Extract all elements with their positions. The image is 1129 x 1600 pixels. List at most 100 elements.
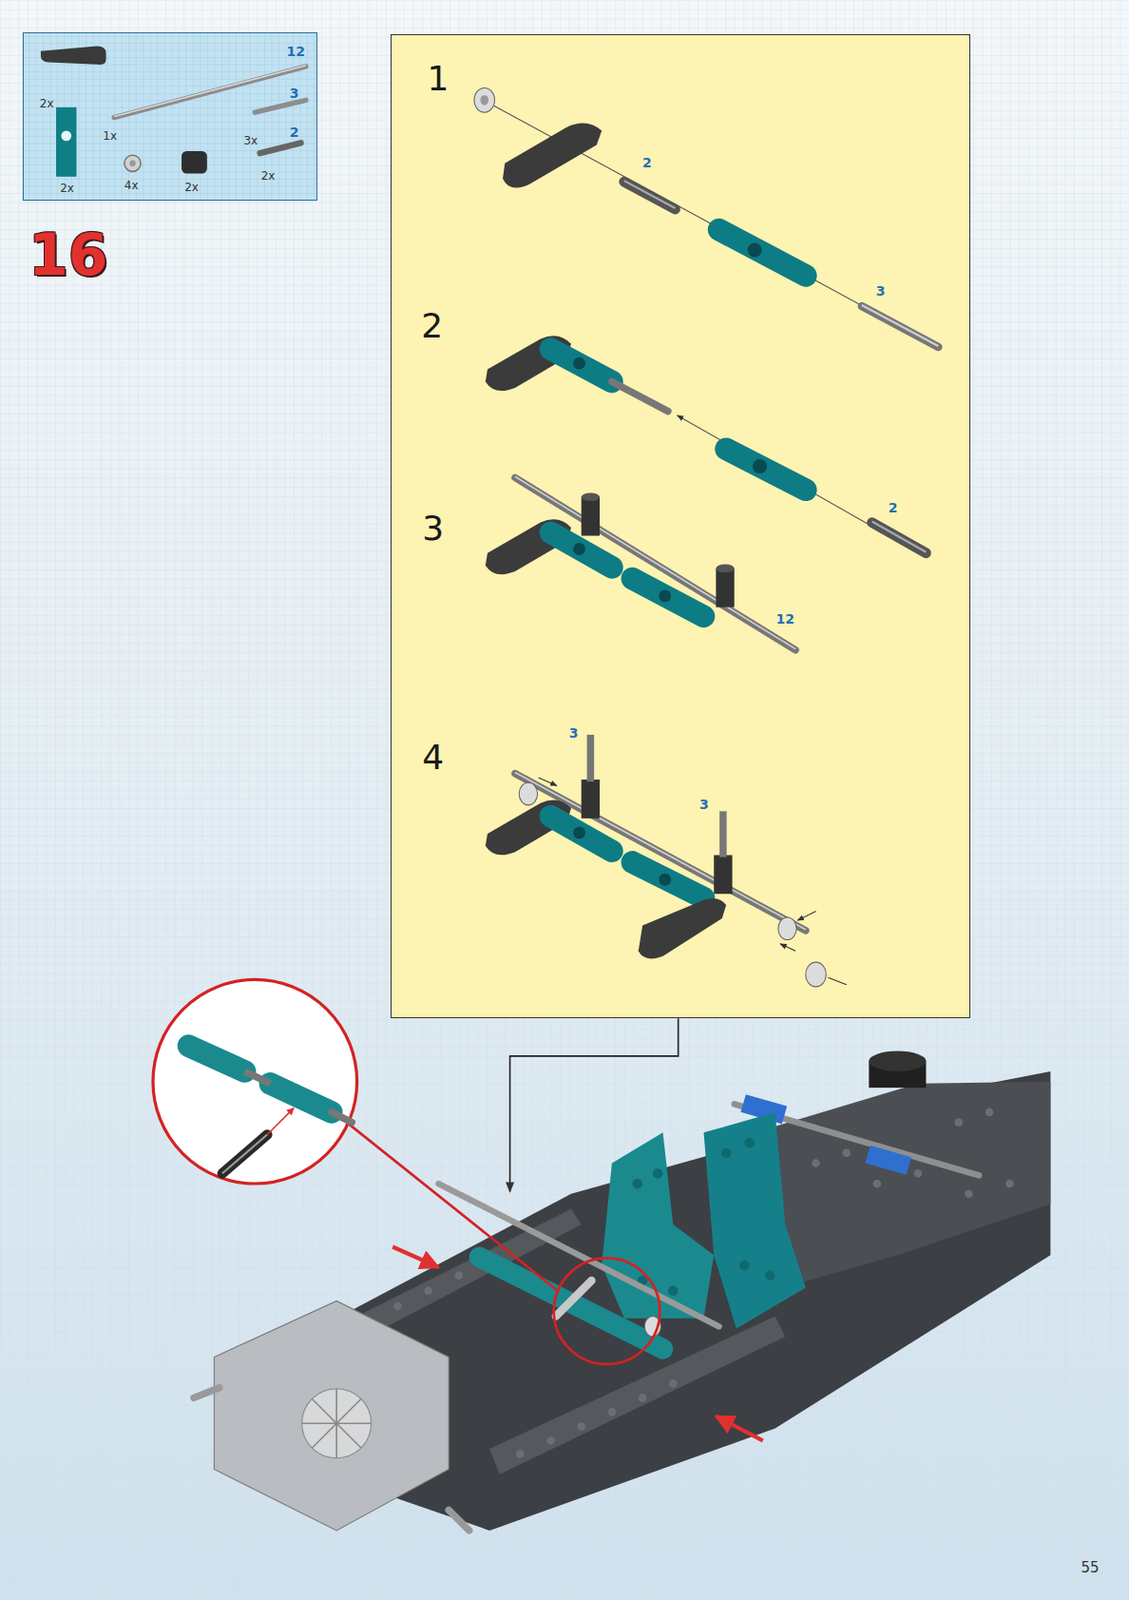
sub-step-4-part xyxy=(805,961,826,987)
sub-step-3-part xyxy=(715,568,734,608)
page-number: 55 xyxy=(1081,1560,1100,1575)
detail-callout-part xyxy=(269,1083,331,1112)
model-chassis-part xyxy=(754,1081,1051,1296)
model-chassis-part-part xyxy=(954,1117,963,1127)
model-chassis-part-part xyxy=(631,1178,643,1189)
model-chassis-part xyxy=(601,1131,714,1318)
detail-callout-part xyxy=(153,978,358,1184)
sub-step-3 xyxy=(485,476,796,650)
insert-arrow-part xyxy=(392,1246,439,1267)
sub-step-4-part xyxy=(778,917,797,940)
sub-step-3-part xyxy=(581,492,600,501)
model-chassis-part-part xyxy=(739,1260,750,1271)
model-chassis-part-part xyxy=(455,1270,464,1280)
model-chassis-part xyxy=(448,1509,469,1530)
parts-list-panel-part xyxy=(260,142,302,154)
parts-list-panel-part xyxy=(114,66,307,118)
callout-number: 2 xyxy=(888,500,899,515)
part-quantity: 2x xyxy=(39,97,55,110)
sub-assembly-panel-part xyxy=(390,35,971,1019)
sub-step-1-part xyxy=(861,305,938,346)
sub-step-4-part xyxy=(581,779,600,819)
sub-assembly-box: 12322312343 xyxy=(390,34,971,1018)
sub-step-2-part xyxy=(612,382,669,412)
model-chassis-part xyxy=(703,1111,805,1329)
sub-step-2-part xyxy=(726,448,806,490)
sub-step-4-part xyxy=(797,910,816,920)
sub-step-1 xyxy=(474,87,938,347)
parts-list-panel xyxy=(22,32,318,201)
sub-step-3-part xyxy=(658,589,671,602)
parts-list-panel-part xyxy=(124,154,141,172)
callout-number: 2 xyxy=(642,155,652,170)
model-chassis-part-part xyxy=(841,1148,851,1158)
model-chassis-part-part xyxy=(873,1179,882,1188)
sub-step-3-part xyxy=(573,542,586,555)
sub-step-1-part xyxy=(624,180,676,209)
callout-number: 3 xyxy=(699,797,709,811)
model-chassis-part-part xyxy=(576,1421,586,1431)
callout-number: 3 xyxy=(569,726,579,740)
sub-step-2-part xyxy=(872,521,927,553)
model-chassis-part-part xyxy=(516,1449,525,1458)
part-quantity: 2x xyxy=(184,181,199,193)
model-chassis-part-part xyxy=(423,1285,433,1295)
step-title: 16 xyxy=(28,226,109,284)
detail-callout-part xyxy=(346,1122,559,1292)
sub-step-4-part xyxy=(518,782,537,805)
model-chassis-part-part xyxy=(652,1167,664,1179)
model-chassis-part-part xyxy=(668,1284,679,1296)
part-quantity: 3x xyxy=(243,134,258,147)
callout-number: 12 xyxy=(776,612,795,626)
part-quantity: 1x xyxy=(102,130,117,142)
model-chassis-part-part xyxy=(311,1397,362,1448)
model-chassis-part-part xyxy=(914,1168,923,1178)
parts-list-panel-part xyxy=(60,131,72,142)
step-number: 1 xyxy=(427,61,450,96)
callout-number: 3 xyxy=(876,284,886,298)
sub-step-1-part xyxy=(502,123,602,189)
sub-assembly-panel xyxy=(390,35,971,1019)
model-chassis-part xyxy=(868,1051,926,1072)
sub-step-2-part xyxy=(551,348,613,382)
callout-number: 2 xyxy=(289,125,300,139)
parts-list-panel-part xyxy=(114,65,307,117)
sub-step-4-part xyxy=(515,773,806,931)
sub-step-4-part xyxy=(573,825,586,839)
detail-callout-part xyxy=(222,1134,268,1174)
sub-step-1-part xyxy=(474,87,495,113)
callout-number: 12 xyxy=(286,44,305,58)
model-chassis-part-part xyxy=(964,1188,974,1198)
model-chassis-part-part xyxy=(393,1301,402,1311)
model-chassis-part-part xyxy=(721,1147,732,1158)
sub-step-4-part xyxy=(631,861,704,899)
detail-callout-part xyxy=(554,1257,661,1364)
model-chassis-part-part xyxy=(811,1158,821,1168)
sub-step-1-part xyxy=(479,95,489,106)
sub-step-2-part xyxy=(677,415,927,557)
parts-list-panel-part xyxy=(56,107,77,177)
sub-step-4-part xyxy=(638,898,727,959)
parts-list-panel-part xyxy=(181,151,208,174)
detail-callout-part xyxy=(189,1045,246,1072)
sub-step-4-part xyxy=(719,810,728,857)
detail-callout-part xyxy=(331,1111,352,1123)
detail-callout xyxy=(153,978,660,1364)
detail-callout-part xyxy=(245,1071,271,1084)
sub-step-4-part xyxy=(713,854,732,894)
detail-callout-part xyxy=(267,1108,294,1135)
model-chassis-part xyxy=(631,1137,775,1296)
insert-arrow-part xyxy=(715,1416,763,1441)
model-chassis-part-part xyxy=(744,1137,755,1149)
model-chassis-part-part xyxy=(608,1407,617,1417)
sub-step-4-part xyxy=(551,816,613,851)
model-chassis-part xyxy=(302,1388,372,1458)
part-quantity: 2x xyxy=(261,170,276,182)
sub-step-4-part xyxy=(827,976,846,985)
sub-step-3-part xyxy=(581,497,600,536)
sub-step-3-part xyxy=(551,532,613,567)
